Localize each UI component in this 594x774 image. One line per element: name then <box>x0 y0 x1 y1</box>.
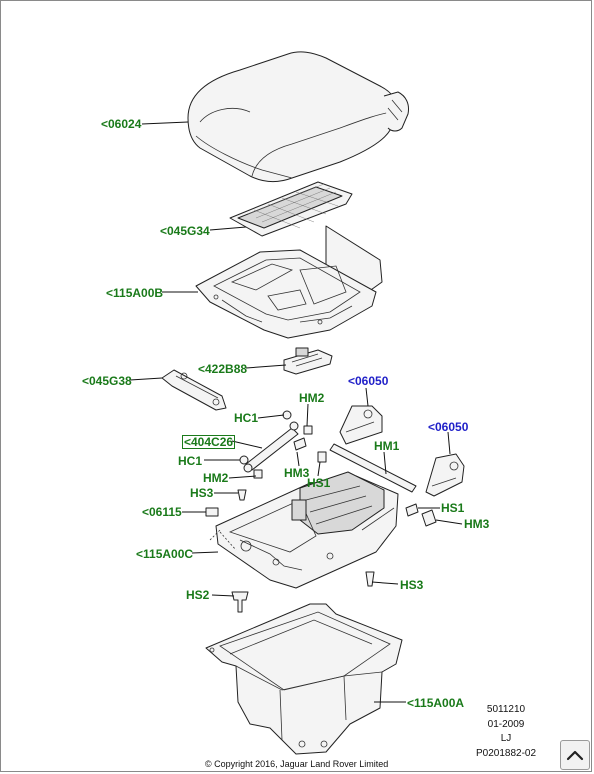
callout-115A00A[interactable]: <115A00A <box>407 696 465 710</box>
drawing-code: 5011210 <box>486 704 526 715</box>
storage-bin <box>205 603 403 755</box>
chevron-up-icon <box>566 750 584 761</box>
hinge-rod <box>329 443 417 493</box>
upper-tray <box>195 225 383 339</box>
gas-strut <box>243 421 299 473</box>
callout-06115[interactable]: <06115 <box>142 505 182 519</box>
callout-HM3-center[interactable]: HM3 <box>284 466 310 480</box>
callout-422B88[interactable]: <422B88 <box>198 362 248 376</box>
callout-HS3-lower[interactable]: HS3 <box>400 578 424 592</box>
callout-HS1-center[interactable]: HS1 <box>307 476 331 490</box>
callout-HC1-upper[interactable]: HC1 <box>234 411 259 425</box>
leader-lines <box>129 121 463 703</box>
callout-045G34[interactable]: <045G34 <box>160 224 210 238</box>
bracket-upper <box>339 405 383 445</box>
mesh-pad <box>229 181 353 237</box>
callout-HS3-upper[interactable]: HS3 <box>190 486 214 500</box>
bracket-right <box>425 453 465 497</box>
latch <box>283 347 333 375</box>
callout-115A00B[interactable]: <115A00B <box>106 286 164 300</box>
callout-404C26[interactable]: <404C26 <box>182 435 236 449</box>
hinge-arm <box>161 369 227 411</box>
copyright-notice: © Copyright 2016, Jaguar Land Rover Limi… <box>205 759 389 769</box>
callout-HC1-lower[interactable]: HC1 <box>178 454 203 468</box>
drawing-reference: P0201882-02 <box>475 748 537 759</box>
callout-HM2-lower[interactable]: HM2 <box>203 471 229 485</box>
callout-HM1[interactable]: HM1 <box>374 439 400 453</box>
callout-HS2[interactable]: HS2 <box>186 588 210 602</box>
drawing-initials: LJ <box>500 733 512 744</box>
callout-06024[interactable]: <06024 <box>101 117 142 131</box>
callout-115A00C[interactable]: <115A00C <box>136 547 194 561</box>
callout-HM2-upper[interactable]: HM2 <box>299 391 325 405</box>
callout-HM3-right[interactable]: HM3 <box>464 517 490 531</box>
callout-06050-upper[interactable]: <06050 <box>348 374 389 388</box>
callout-HS1-right[interactable]: HS1 <box>441 501 465 515</box>
scroll-to-top-button[interactable] <box>560 740 590 770</box>
callout-06050-right[interactable]: <06050 <box>428 420 469 434</box>
base-mechanism <box>209 471 399 589</box>
armrest-lid <box>187 51 409 183</box>
drawing-date: 01-2009 <box>487 719 525 730</box>
callout-045G38[interactable]: <045G38 <box>82 374 132 388</box>
